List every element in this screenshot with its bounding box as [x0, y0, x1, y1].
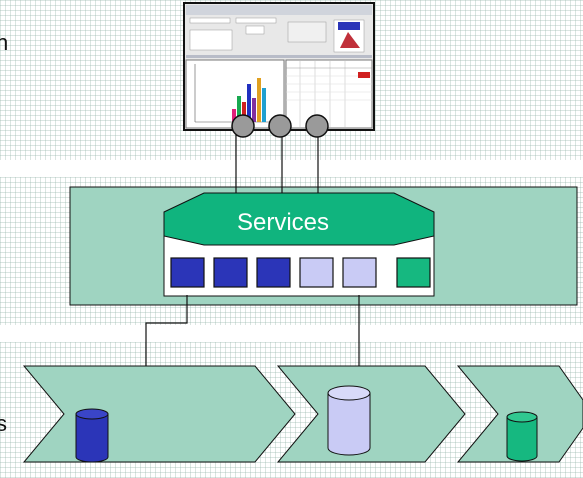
connector-circle-1: [232, 115, 254, 137]
database-icon-2: [328, 386, 370, 455]
service-module-5: [343, 258, 376, 287]
data-connector-lines: [146, 295, 359, 370]
application-screenshot: [184, 3, 374, 130]
connector-circle-2: [269, 115, 291, 137]
data-chevron-2: [278, 366, 465, 462]
data-chevron-1: [24, 366, 295, 462]
service-module-3: [257, 258, 290, 287]
service-module-4: [300, 258, 333, 287]
services-label: Services: [237, 211, 329, 235]
connector-circle-3: [306, 115, 328, 137]
service-module-2: [214, 258, 247, 287]
database-icon-3: [507, 412, 537, 461]
service-module-1: [171, 258, 204, 287]
database-icon-1: [76, 409, 108, 462]
service-module-6: [397, 258, 430, 287]
